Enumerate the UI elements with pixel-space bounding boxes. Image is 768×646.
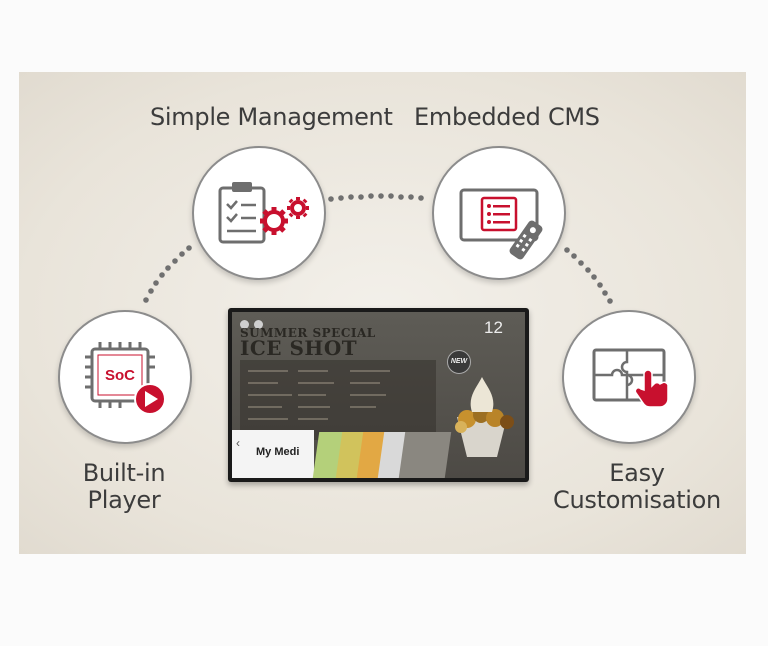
easy-label-line2: Customisation: [553, 486, 721, 514]
screen-indicator-2: [254, 320, 263, 329]
easy-label-line1: Easy: [609, 459, 665, 487]
new-badge: NEW: [447, 350, 471, 374]
menu-board: [240, 360, 436, 440]
screen-indicator-1: [240, 320, 249, 329]
ice-cream-image: [455, 377, 514, 457]
built-in-label-line1: Built-in: [82, 459, 166, 487]
promo-line2: ICE SHOT: [240, 336, 358, 360]
tv-display: SUMMER SPECIAL ICE SHOT 12 NEW ‹ My Medi: [228, 308, 529, 482]
launcher-tile-5[interactable]: [398, 432, 452, 478]
simple-management-label: Simple Management: [150, 103, 393, 131]
soc-chip-text: SoC: [105, 367, 135, 384]
puzzle-hand-icon: [592, 348, 669, 408]
launcher-bar: ‹ My Medi: [232, 430, 525, 478]
launcher-back-icon[interactable]: ‹: [236, 436, 240, 450]
embedded-cms-label: Embedded CMS: [414, 103, 600, 131]
built-in-player-circle: SoC: [58, 310, 192, 444]
tv-screen: SUMMER SPECIAL ICE SHOT 12 NEW ‹ My Medi: [232, 312, 525, 478]
easy-customisation-label: Easy Customisation: [552, 460, 722, 514]
simple-management-circle: [192, 146, 326, 280]
soc-chip-play-icon: [85, 342, 166, 415]
promo-line1: SUMMER SPECIAL: [240, 326, 376, 340]
built-in-player-label: Built-in Player: [74, 460, 174, 514]
screen-remote-icon: [459, 188, 543, 260]
built-in-label-line2: Player: [87, 486, 161, 514]
launcher-title: My Medi: [256, 446, 300, 458]
launcher-card: ‹ My Medi: [232, 430, 314, 478]
clipboard-gears-icon: [218, 182, 309, 244]
embedded-cms-circle: [432, 146, 566, 280]
screen-clock: 12: [484, 318, 503, 337]
easy-customisation-circle: [562, 310, 696, 444]
